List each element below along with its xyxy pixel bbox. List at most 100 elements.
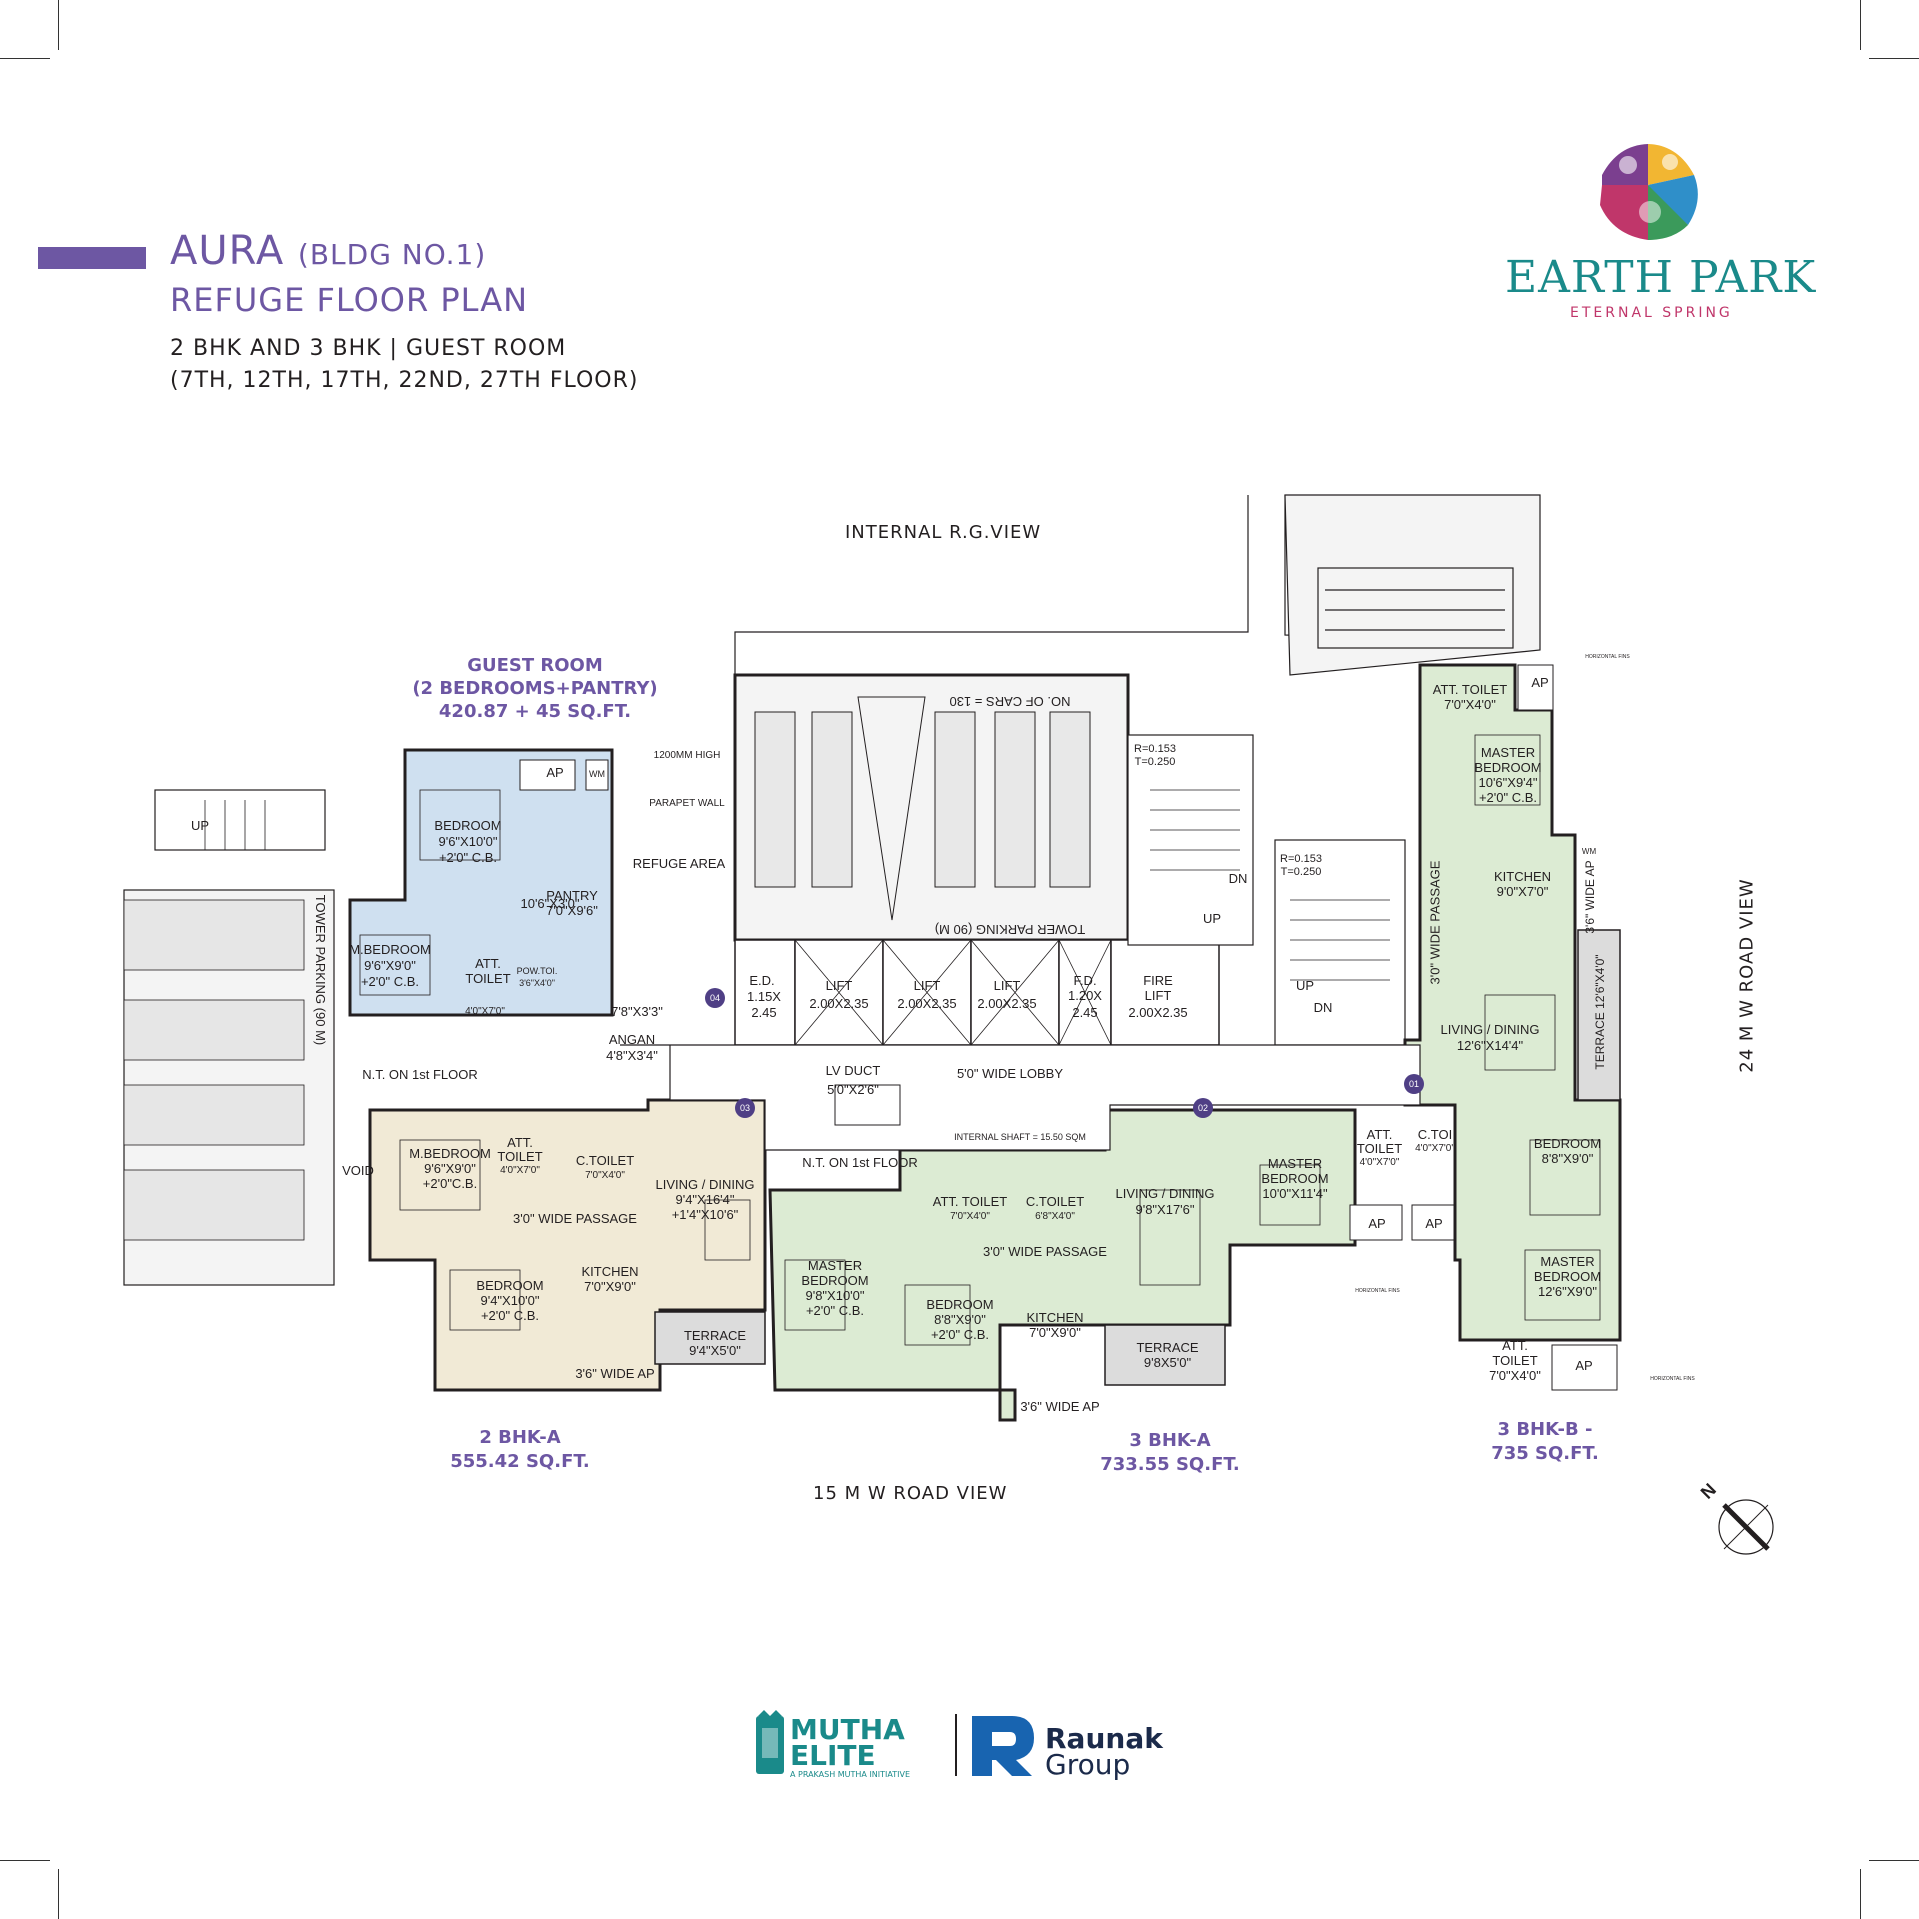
b3a-att2-l1: ATT. <box>1366 1127 1393 1142</box>
b3b-master2-l1: MASTER <box>1540 1254 1595 1269</box>
b2-terrace-l2: 9'4"X5'0" <box>689 1343 741 1358</box>
crop-mark <box>0 58 50 59</box>
guest-mbed-cb: +2'0" C.B. <box>360 974 420 989</box>
marker-02 <box>1193 1098 1213 1118</box>
b3a-kitchen: KITCHEN 7'0"X9'0" <box>1020 1310 1090 1340</box>
b2-kitchen-l1: KITCHEN <box>581 1264 639 1279</box>
mutha-elite-crest-icon <box>756 1710 784 1774</box>
b2-kitchen-l2: 7'0"X9'0" <box>584 1279 636 1294</box>
angan-label: ANGAN <box>609 1032 655 1047</box>
crop-mark <box>1860 0 1861 50</box>
ap-label: AP <box>1425 1216 1443 1231</box>
ap-box <box>1349 1204 1403 1241</box>
b3a-master: MASTER BEDROOM 9'8"X10'0" +2'0" C.B. <box>790 1258 880 1318</box>
ed-size: 1.15X <box>747 989 781 1004</box>
guest-room-name: GUEST ROOM <box>467 655 603 676</box>
b3b-passage: 3'0" WIDE PASSAGE <box>1427 860 1443 985</box>
bhk2a-label: 2 BHK-A 555.42 SQ.FT. <box>420 1426 620 1474</box>
b2-att-l1: ATT. <box>507 1135 533 1150</box>
b3b-living-l2: 12'6"X14'4" <box>1456 1038 1524 1053</box>
guest-wm: WM <box>589 769 605 779</box>
logo-divider <box>955 1714 957 1776</box>
bed-icon <box>359 934 431 996</box>
crop-mark <box>1869 1860 1919 1861</box>
guest-pantry-name: PANTRY <box>546 888 598 903</box>
ed-label: E.D. <box>749 973 774 988</box>
bed-icon <box>449 1269 521 1331</box>
guest-pantry-size: 7'0"X9'6" <box>546 903 598 918</box>
marker-03 <box>735 1098 755 1118</box>
b3b-kitchen-l2: 9'0"X7'0" <box>1496 884 1549 899</box>
cars-label: NO. OF CARS = 130 <box>949 694 1070 709</box>
b3b-master-l4: +2'0" C.B. <box>1478 790 1538 805</box>
b3b-master2-l3: 12'6"X9'0" <box>1537 1284 1597 1299</box>
b3b-att-toilet: ATT. TOILET 7'0"X4'0" <box>1420 682 1520 712</box>
b3a-living-l1: LIVING / DINING <box>1115 1186 1215 1201</box>
lobby-corridor <box>620 1044 1421 1151</box>
b3a-master2-l1: MASTER <box>1267 1156 1323 1171</box>
b3a-ctoilet-l2: 6'8"X4'0" <box>1035 1211 1075 1222</box>
b2-ctoilet-l2: 7'0"X4'0" <box>585 1170 625 1181</box>
b3b-ap-wide: 3'6" WIDE AP <box>1583 860 1597 934</box>
guest-toilet-size: 4'0"X7'0" <box>465 1006 505 1017</box>
b3b-living-l1: LIVING / DINING <box>1440 1022 1540 1037</box>
lift-2-size: 2.00X2.35 <box>897 996 956 1011</box>
bhk3a-label: 3 BHK-A 733.55 SQ.FT. <box>1070 1429 1270 1477</box>
b3b-att2-l1: ATT. <box>1502 1338 1528 1353</box>
tread-label: T=0.250 <box>1135 756 1176 768</box>
b3b-att2-l2: TOILET <box>1492 1353 1538 1368</box>
lv-duct-label: LV DUCT <box>826 1063 881 1078</box>
b2-mbed-cb: +2'0"C.B. <box>422 1176 478 1191</box>
b3b-bed-l2: 8'8"X9'0" <box>1541 1151 1594 1166</box>
bhk3a-terrace <box>1104 1324 1226 1386</box>
guest-ap-box <box>519 759 576 791</box>
b2-bedroom: BEDROOM 9'4"X10'0" +2'0" C.B. <box>465 1278 555 1323</box>
b2-ap: 3'6" WIDE AP <box>575 1366 655 1381</box>
b3a-att-l2: 7'0"X4'0" <box>950 1211 990 1222</box>
lv-duct-size: 5'0"X2'6" <box>827 1082 879 1097</box>
guest-bedroom-size: 9'6"X10'0" <box>438 834 497 849</box>
horizontal-fins-label: HORIZONTAL FINS <box>1355 1288 1400 1294</box>
raunak-logo-icon <box>972 1716 1034 1776</box>
up-label: UP <box>1203 911 1221 926</box>
sofa-icon <box>1484 994 1556 1071</box>
b2-living-l3: +1'4"X10'6" <box>671 1207 739 1222</box>
parking-ramp <box>811 711 853 888</box>
fire-lift-label-2: LIFT <box>1145 988 1172 1003</box>
bed-icon <box>904 1284 971 1346</box>
fd-label: F.D. <box>1073 973 1096 988</box>
guest-mbed-size: 9'6"X9'0" <box>364 958 416 973</box>
earth-park-logo-icon <box>1600 144 1698 240</box>
horizontal-fins-label: HORIZONTAL FINS <box>1650 1376 1695 1382</box>
nt-label-1: N.T. ON 1st FLOOR <box>362 1067 478 1082</box>
b3b-master2-l2: BEDROOM <box>1533 1269 1602 1284</box>
fd-size-2: 2.45 <box>1072 1005 1097 1020</box>
ramp-inner <box>1317 567 1514 649</box>
parking-ramp <box>754 711 796 888</box>
guest-ap: AP <box>546 765 564 780</box>
b3b-master2: MASTER BEDROOM 12'6"X9'0" <box>1520 1254 1615 1299</box>
bhk3b-label: 3 BHK-B - 735 SQ.FT. <box>1445 1418 1645 1466</box>
guest-toilet-l2: TOILET <box>465 971 511 986</box>
raunak-line2: Group <box>1045 1748 1131 1781</box>
guest-passage: 10'6"X3'0" <box>520 896 580 911</box>
b2-bed-l2: 9'4"X10'0" <box>480 1293 540 1308</box>
sofa-icon <box>704 1199 751 1261</box>
b2-att-l3: 4'0"X7'0" <box>500 1165 540 1176</box>
bhk3b-area: 735 SQ.FT. <box>1491 1443 1599 1464</box>
b3a-master2: MASTER BEDROOM 10'0"X11'4" <box>1250 1156 1340 1201</box>
fire-lift-label: FIRE <box>1143 973 1173 988</box>
ap-label: AP <box>1531 675 1549 690</box>
guest-toilet: ATT. TOILET <box>458 956 518 986</box>
b2-living: LIVING / DINING 9'4"X16'4" +1'4"X10'6" <box>650 1177 760 1222</box>
guest-room-area: 420.87 + 45 SQ.FT. <box>438 701 632 722</box>
bhk3a-name: 3 BHK-A <box>1129 1430 1211 1451</box>
marker-03-text: 03 <box>740 1103 750 1113</box>
void-label: VOID <box>342 1163 374 1178</box>
b2-terrace: TERRACE 9'4"X5'0" <box>675 1328 755 1358</box>
crop-mark <box>1860 1869 1861 1919</box>
b3b-master-l2: BEDROOM <box>1474 760 1542 775</box>
dn-label: DN <box>1229 871 1248 886</box>
b2-living-l1: LIVING / DINING <box>655 1177 755 1192</box>
raunak-line1: Raunak <box>1045 1722 1163 1755</box>
